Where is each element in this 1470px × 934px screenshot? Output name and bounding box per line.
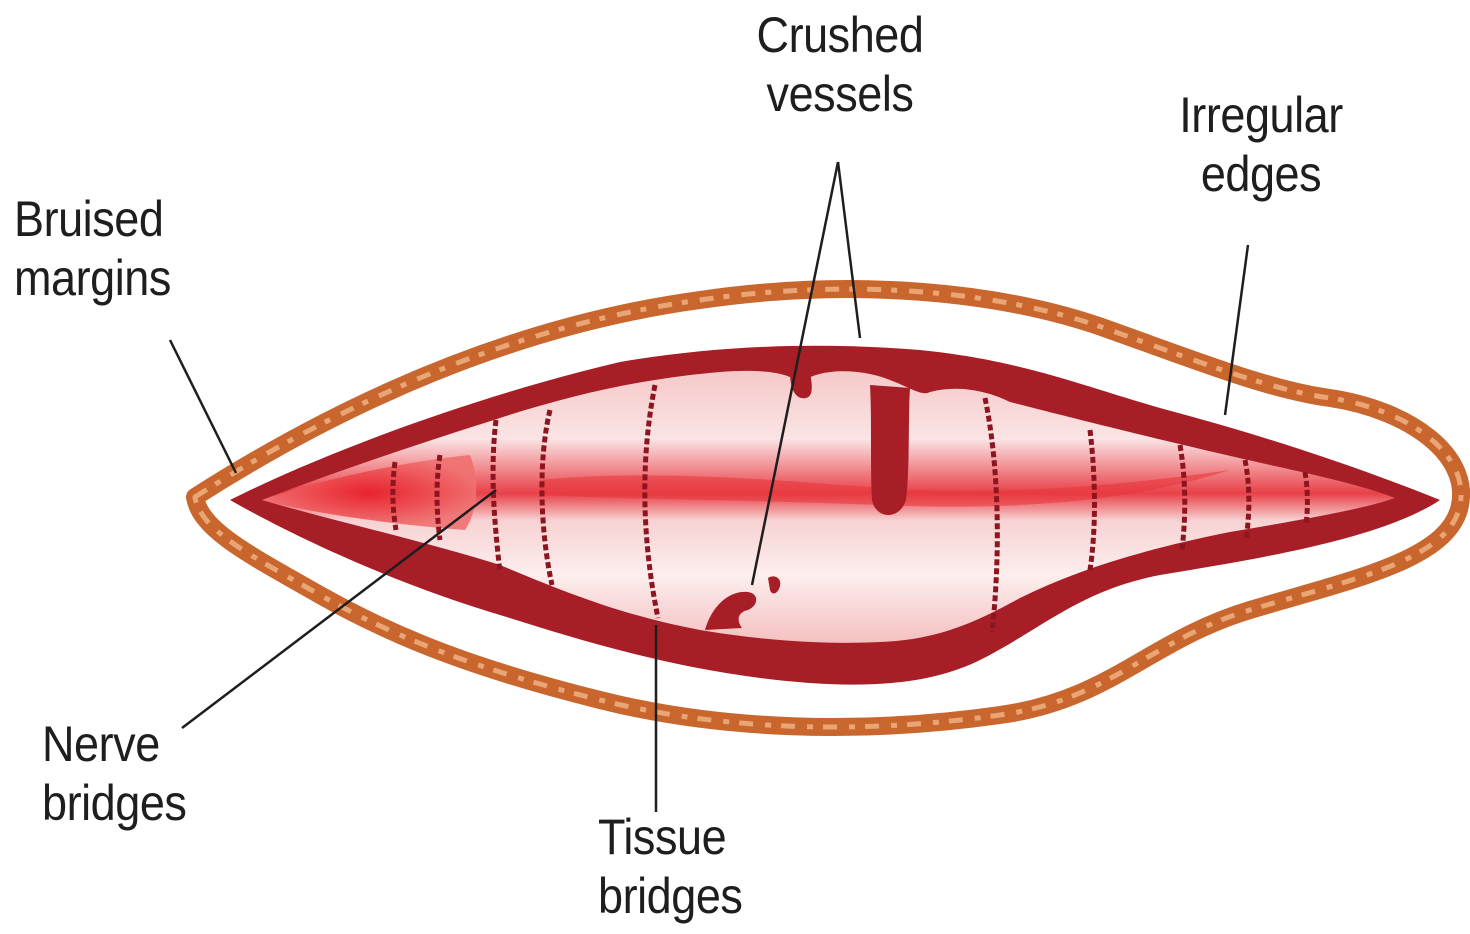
label-irregular-edges-line1: Irregular: [1131, 86, 1392, 145]
label-tissue-bridges-line1: Tissue: [598, 808, 742, 867]
leader-crushed-vessels-b: [838, 162, 860, 338]
label-bruised-margins: Bruised margins: [14, 190, 171, 308]
label-irregular-edges: Irregular edges: [1131, 86, 1392, 204]
label-crushed-vessels-line1: Crushed: [705, 6, 975, 65]
label-bruised-margins-line1: Bruised: [14, 190, 171, 249]
label-nerve-bridges: Nerve bridges: [42, 715, 186, 833]
label-tissue-bridges-line2: bridges: [598, 867, 742, 926]
label-tissue-bridges: Tissue bridges: [598, 808, 742, 926]
label-crushed-vessels: Crushed vessels: [705, 6, 975, 124]
label-bruised-margins-line2: margins: [14, 249, 171, 308]
leader-irregular-edges: [1225, 245, 1248, 415]
label-nerve-bridges-line1: Nerve: [42, 715, 186, 774]
label-nerve-bridges-line2: bridges: [42, 774, 186, 833]
label-irregular-edges-line2: edges: [1131, 145, 1392, 204]
crushed-vessel-drip: [870, 385, 910, 515]
label-crushed-vessels-line2: vessels: [705, 65, 975, 124]
leader-bruised-margins: [170, 340, 236, 473]
